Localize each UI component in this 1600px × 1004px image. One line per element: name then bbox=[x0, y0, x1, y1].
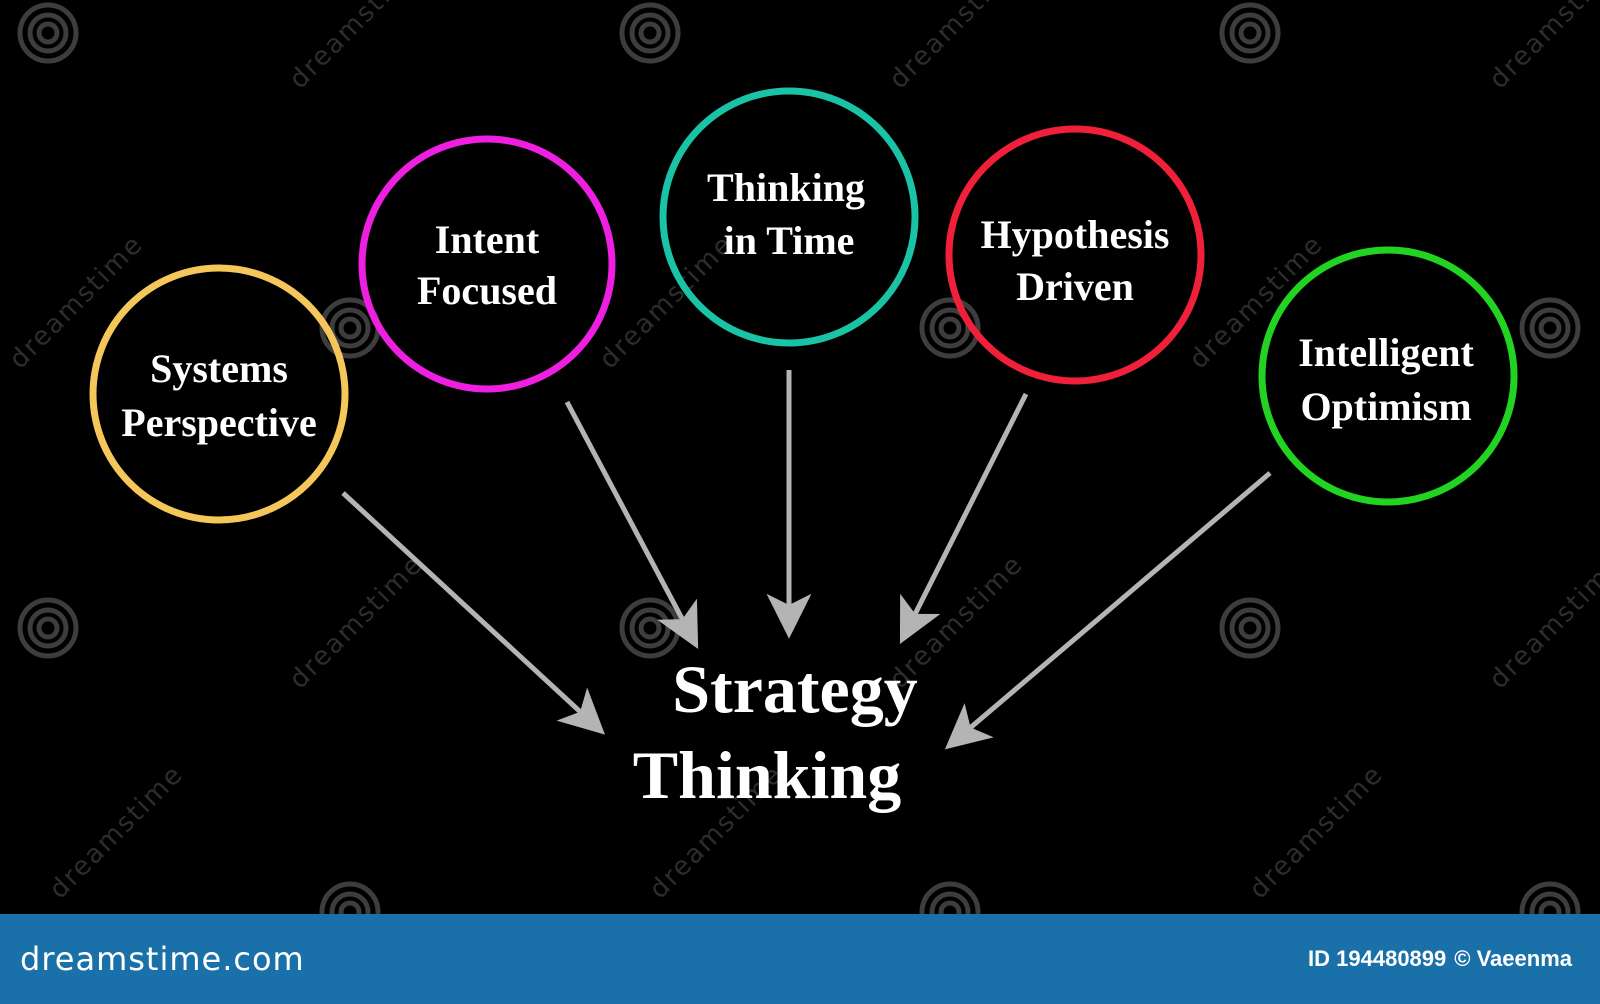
center-title: Strategy Thinking bbox=[633, 651, 918, 813]
arrow-intelligent-optimism bbox=[944, 471, 1272, 750]
node-systems-perspective: Systems Perspective bbox=[89, 264, 349, 524]
watermark-swirl-icon bbox=[919, 297, 981, 359]
node-label-line2: Driven bbox=[1016, 264, 1134, 309]
footer-bar: dreamstime.com ID 194480899 © Vaeenma bbox=[0, 914, 1600, 1004]
watermark-swirl-icon bbox=[919, 881, 981, 914]
watermark-swirl-icon bbox=[319, 881, 381, 914]
watermark-swirl-icon bbox=[1519, 297, 1581, 359]
arrow-systems-perspective bbox=[341, 491, 605, 735]
footer-site-text: dreamstime.com bbox=[20, 940, 305, 978]
footer-logo: dreamstime.com bbox=[20, 940, 305, 978]
watermark-text: dreamstime bbox=[4, 229, 150, 375]
node-circle bbox=[659, 87, 919, 347]
node-label-line1: Intent bbox=[435, 217, 540, 262]
watermark-swirl-icon bbox=[17, 2, 79, 64]
watermark-text: dreamstime bbox=[284, 0, 430, 95]
watermark-swirl-icon bbox=[1219, 2, 1281, 64]
watermark-text: dreamstime bbox=[284, 549, 430, 695]
node-intent-focused: Intent Focused bbox=[358, 135, 616, 393]
watermark-text: dreamstime bbox=[1484, 549, 1600, 695]
node-intelligent-optimism: Intelligent Optimism bbox=[1258, 246, 1518, 506]
watermark-swirl-icon bbox=[619, 2, 681, 64]
watermark-text: dreamstime bbox=[1484, 0, 1600, 95]
diagram-svg: dreamstime dreamstime dreamstime dreamstime… bbox=[4, 0, 1600, 914]
watermark-swirl-icon bbox=[619, 597, 681, 659]
center-title-line2: Thinking bbox=[633, 737, 901, 813]
center-title-line1: Strategy bbox=[672, 651, 917, 727]
node-circle bbox=[1258, 246, 1518, 506]
node-label-line2: Focused bbox=[417, 268, 557, 313]
footer-credit: ID 194480899 © Vaeenma bbox=[1308, 946, 1572, 972]
watermark-text: dreamstime bbox=[884, 0, 1030, 95]
node-hypothesis-driven: Hypothesis Driven bbox=[945, 125, 1205, 385]
diagram-canvas: dreamstime dreamstime dreamstime dreamstime… bbox=[3, 0, 1600, 914]
node-label-line1: Thinking bbox=[707, 165, 865, 210]
node-label-line2: in Time bbox=[724, 218, 855, 263]
watermark-swirl-icon bbox=[17, 597, 79, 659]
node-thinking-in-time: Thinking in Time bbox=[659, 87, 919, 347]
node-label-line2: Optimism bbox=[1300, 384, 1471, 429]
node-circle bbox=[89, 264, 349, 524]
node-label-line1: Systems bbox=[150, 346, 288, 391]
watermark-swirl-icon bbox=[1519, 881, 1581, 914]
arrow-hypothesis-driven bbox=[899, 392, 1029, 645]
arrows-layer bbox=[341, 370, 1272, 750]
footer-image-id: ID 194480899 bbox=[1308, 946, 1447, 971]
node-label-line1: Intelligent bbox=[1298, 330, 1474, 375]
node-circle bbox=[945, 125, 1205, 385]
footer-author: © Vaeenma bbox=[1454, 946, 1572, 971]
node-circle bbox=[358, 135, 616, 393]
watermark-text: dreamstime bbox=[44, 759, 190, 905]
watermark-text: dreamstime bbox=[1244, 759, 1390, 905]
node-label-line2: Perspective bbox=[121, 400, 316, 445]
node-label-line1: Hypothesis bbox=[981, 212, 1170, 257]
arrow-intent-focused bbox=[564, 400, 699, 649]
watermark-swirl-icon bbox=[1219, 597, 1281, 659]
